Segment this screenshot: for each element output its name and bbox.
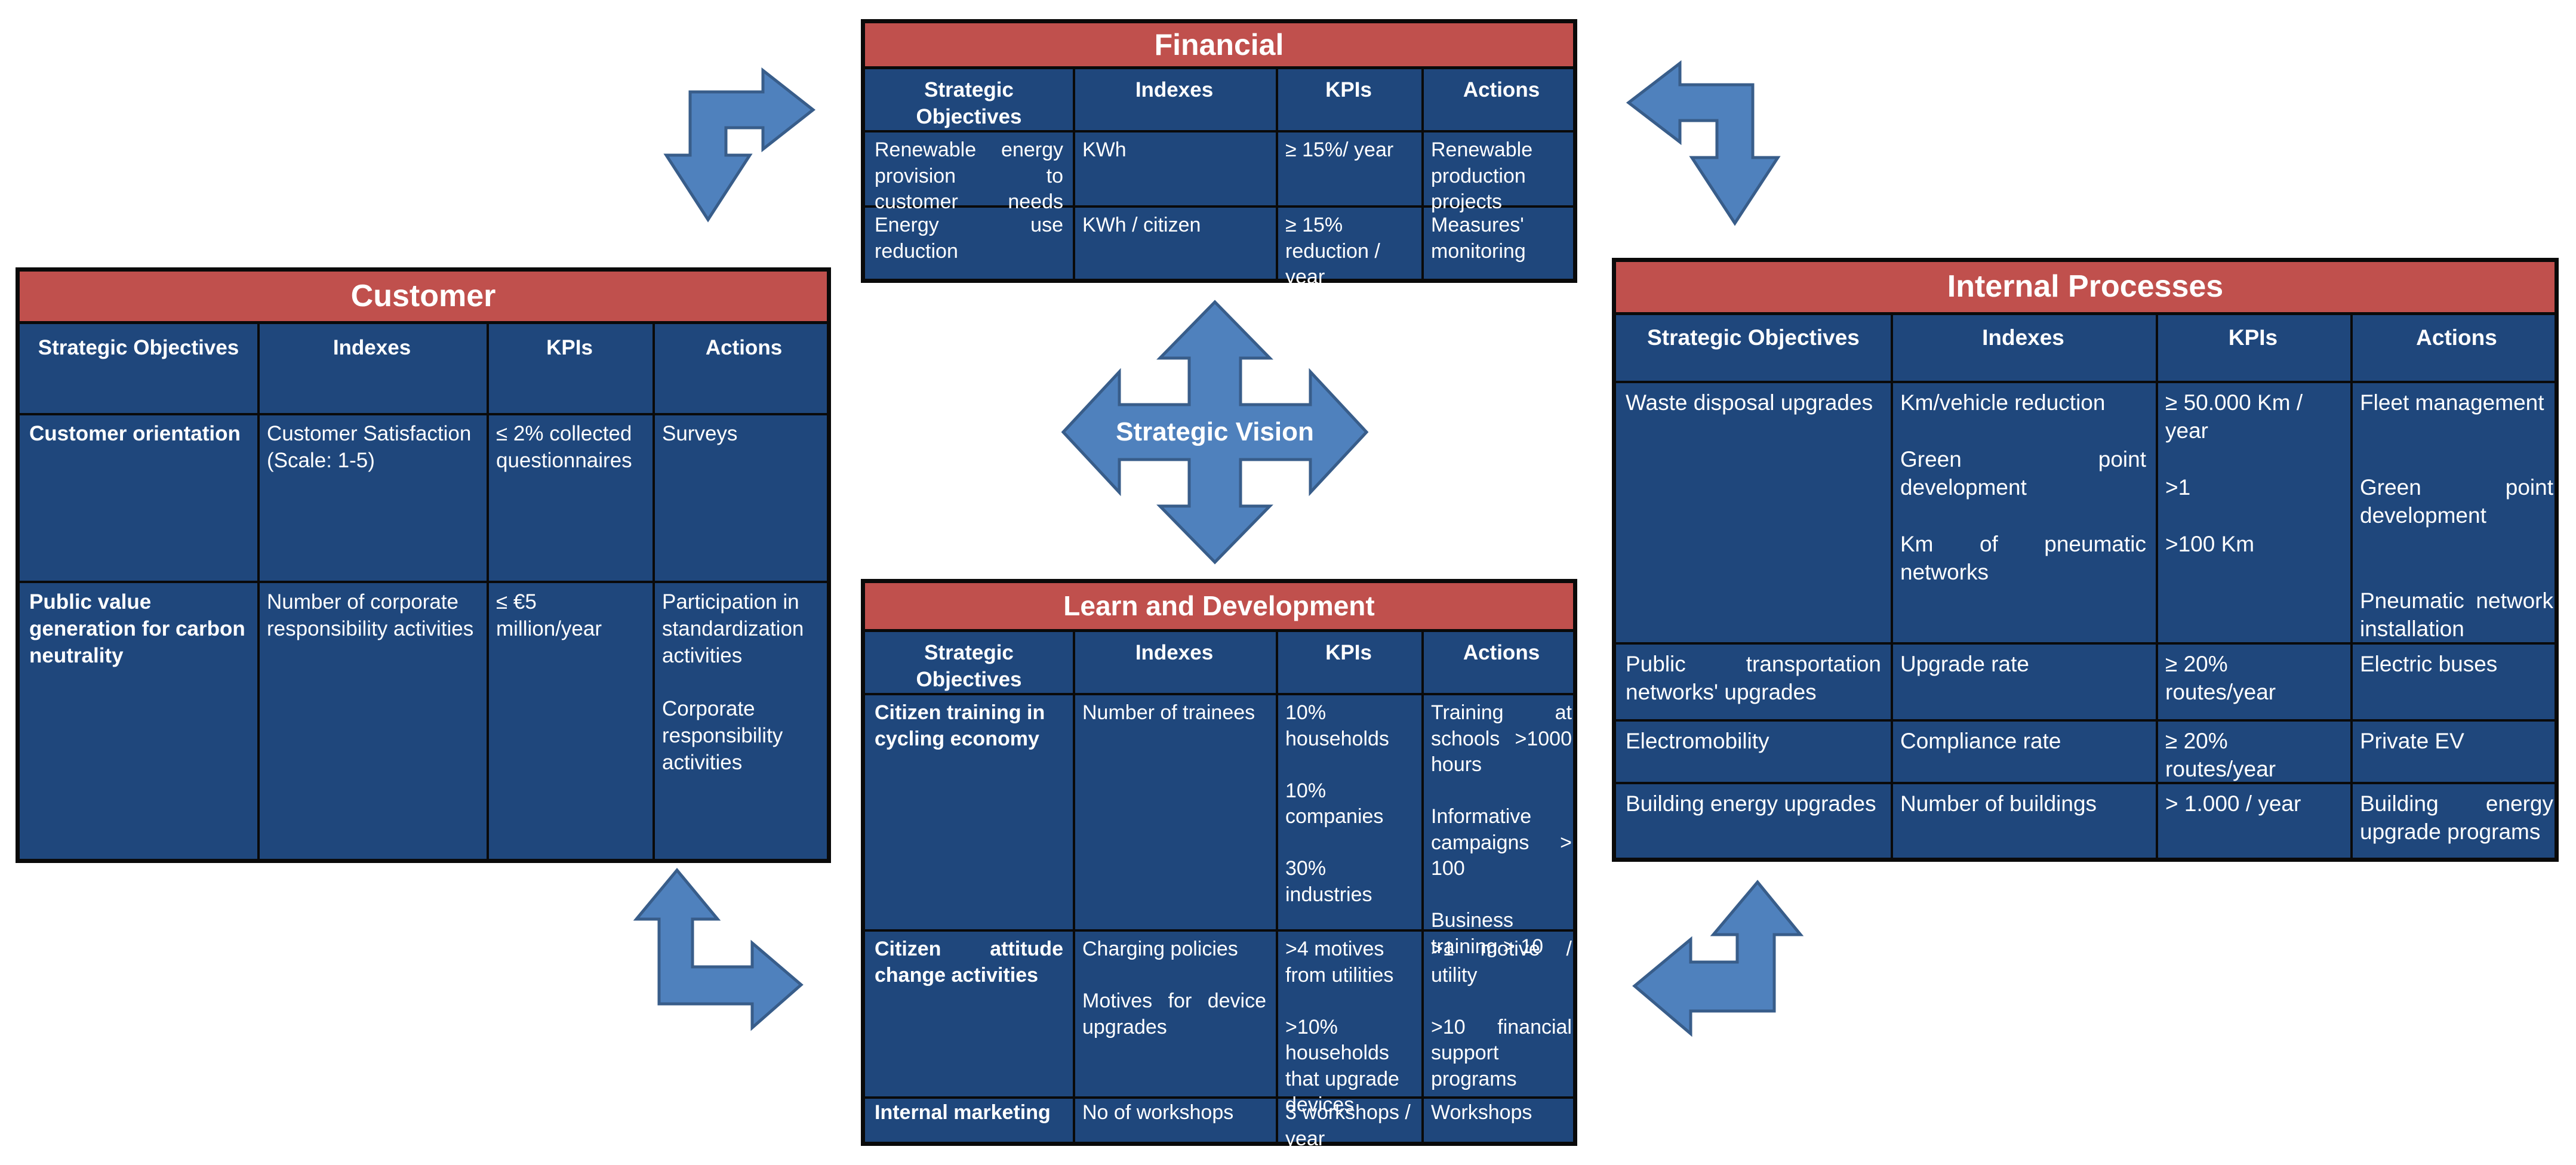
internal-cell: ≥ 20% routes/year [2165, 729, 2276, 782]
internal-cell: Compliance rate [1900, 729, 2061, 753]
column-divider [2350, 312, 2353, 858]
row-divider [1616, 782, 2555, 784]
customer-cell: Customer Satisfaction (Scale: 1-5) [267, 422, 472, 472]
row-divider [865, 1096, 1573, 1099]
four-way-arrow-icon [1061, 300, 1369, 565]
column-divider [257, 321, 260, 859]
column-divider [487, 321, 489, 859]
financial-header-kpis: KPIs [1325, 78, 1372, 101]
customer-panel: Customer Strategic Objectives Indexes KP… [16, 267, 831, 863]
internal-cell: ≥ 20% routes/year [2165, 652, 2276, 705]
learn-development-title: Learn and Development [865, 583, 1573, 632]
row-divider [865, 929, 1573, 932]
financial-cell: KWh [1082, 138, 1127, 161]
internal-cell: ≥ 50.000 Km / year >1 >100 Km [2165, 390, 2303, 556]
row-divider [1616, 719, 2555, 722]
learn-header-indexes: Indexes [1135, 641, 1214, 664]
customer-header-indexes: Indexes [333, 336, 411, 359]
column-divider [1421, 629, 1424, 1142]
internal-header-indexes: Indexes [1982, 325, 2064, 350]
internal-cell: Building energy upgrades [1626, 791, 1876, 816]
learn-cell: Workshops [1431, 1101, 1532, 1124]
learn-cell: Training at schools >1000 hours Informat… [1431, 701, 1572, 958]
customer-cell: Participation in standardization activit… [662, 590, 804, 774]
financial-cell: Energy use reduction [875, 214, 1063, 263]
arrow-down-right-icon [633, 868, 804, 1031]
financial-cell: Measures' monitoring [1431, 214, 1526, 263]
financial-title: Financial [865, 23, 1573, 69]
financial-header-objectives: Strategic Objectives [916, 78, 1022, 128]
internal-cell: Public transportation networks' upgrades [1626, 652, 1881, 705]
customer-header-objectives: Strategic Objectives [38, 336, 239, 359]
internal-cell: Electric buses [2360, 652, 2498, 676]
internal-cell: Building energy upgrade programs [2360, 791, 2553, 845]
internal-header-objectives: Strategic Objectives [1647, 325, 1860, 350]
internal-processes-title: Internal Processes [1616, 262, 2555, 315]
internal-header-actions: Actions [2416, 325, 2497, 350]
financial-cell: Renewable production projects [1431, 138, 1533, 214]
financial-panel: Financial Strategic Objectives Indexes K… [861, 19, 1577, 288]
learn-cell: No of workshops [1082, 1101, 1234, 1124]
row-divider [20, 581, 827, 583]
column-divider [1891, 312, 1893, 858]
column-divider [1073, 66, 1075, 279]
customer-cell: ≤ €5 million/year [496, 590, 602, 640]
learn-cell: Number of trainees [1082, 701, 1255, 724]
internal-cell: Private EV [2360, 729, 2464, 753]
learn-cell: 3 workshops / year [1285, 1101, 1411, 1150]
column-divider [1276, 629, 1278, 1142]
customer-cell: Customer orientation [29, 422, 241, 445]
financial-cell: ≥ 15% reduction / year [1285, 214, 1380, 289]
learn-cell: Charging policies Motives for device upg… [1082, 938, 1266, 1038]
column-divider [2156, 312, 2158, 858]
financial-cell: KWh / citizen [1082, 214, 1201, 236]
customer-title: Customer [20, 272, 827, 324]
financial-header-indexes: Indexes [1135, 78, 1214, 101]
arrow-up-right-icon [663, 67, 816, 223]
row-divider [1616, 381, 2555, 383]
column-divider [1073, 629, 1075, 1142]
row-divider [20, 413, 827, 415]
row-divider [865, 205, 1573, 208]
column-divider [1421, 66, 1424, 279]
row-divider [1616, 642, 2555, 645]
customer-cell: ≤ 2% collected questionnaires [496, 422, 632, 472]
learn-header-kpis: KPIs [1325, 641, 1372, 664]
learn-header-objectives: Strategic Objectives [916, 641, 1022, 691]
learn-header-actions: Actions [1463, 641, 1540, 664]
customer-header-kpis: KPIs [546, 336, 593, 359]
internal-processes-panel: Internal Processes Strategic Objectives … [1612, 258, 2559, 862]
internal-cell: Fleet management Green point development… [2360, 390, 2553, 641]
internal-cell: Upgrade rate [1900, 652, 2029, 676]
internal-cell: Number of buildings [1900, 791, 2097, 816]
internal-cell: Waste disposal upgrades [1626, 390, 1873, 415]
internal-cell: Electromobility [1626, 729, 1769, 753]
column-divider [1276, 66, 1278, 279]
learn-development-panel: Learn and Development Strategic Objectiv… [861, 579, 1577, 1150]
learn-cell: 10% households 10% companies 30% industr… [1285, 701, 1389, 906]
internal-cell: Km/vehicle reduction Green point develop… [1900, 390, 2146, 585]
row-divider [865, 693, 1573, 695]
customer-cell: Public value generation for carbon neutr… [29, 590, 245, 667]
customer-header-actions: Actions [705, 336, 783, 359]
column-divider [653, 321, 655, 859]
learn-cell: >1 motive / utility >10 financial suppor… [1431, 938, 1572, 1090]
internal-header-kpis: KPIs [2228, 325, 2278, 350]
customer-cell: Surveys [662, 422, 738, 445]
strategic-vision-label: Strategic Vision [1116, 417, 1314, 446]
learn-cell: Internal marketing [875, 1101, 1051, 1124]
arrow-up-left-icon [1632, 880, 1804, 1037]
learn-cell: >4 motives from utilities >10% household… [1285, 938, 1399, 1117]
arrow-down-left-icon [1626, 60, 1781, 226]
internal-cell: > 1.000 / year [2165, 791, 2301, 816]
row-divider [865, 130, 1573, 132]
financial-cell: Renewable energy provision to customer n… [875, 138, 1063, 214]
financial-header-actions: Actions [1463, 78, 1540, 101]
financial-cell: ≥ 15%/ year [1285, 138, 1394, 161]
learn-cell: Citizen attitude change activities [875, 938, 1063, 987]
learn-cell: Citizen training in cycling economy [875, 701, 1045, 750]
customer-cell: Number of corporate responsibility activ… [267, 590, 474, 640]
